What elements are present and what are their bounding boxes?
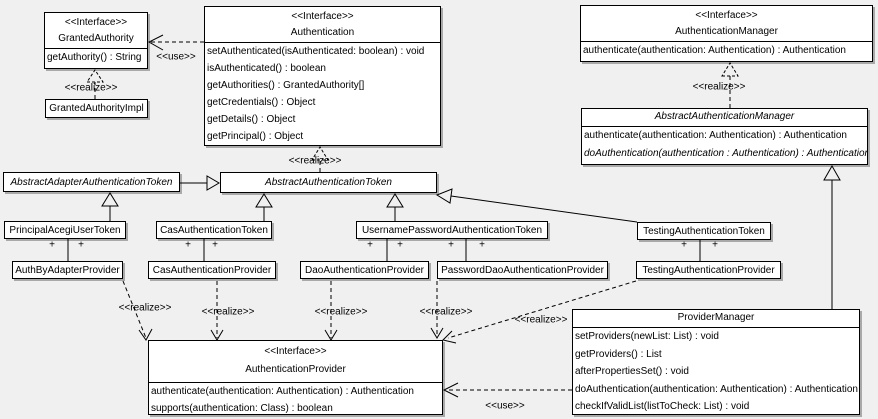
method: authenticate(authentication: Authenticat… [583, 45, 846, 56]
class-name: AuthByAdapterProvider [15, 264, 120, 276]
use-authentication-to-granted-authority [147, 34, 204, 51]
class-name: GrantedAuthority [58, 33, 134, 44]
generalization-principal-token [101, 192, 119, 221]
realize-label: <<realize>> [201, 306, 255, 318]
class-cas-authentication-provider[interactable]: CasAuthenticationProvider [148, 261, 276, 279]
method: setAuthenticated(isAuthenticated: boolea… [207, 46, 425, 57]
multiplicity-label: + [185, 239, 191, 251]
stereotype-label: <<Interface>> [695, 10, 758, 21]
method: isAuthenticated() : boolean [207, 63, 326, 74]
class-name: Authentication [290, 27, 355, 38]
method: doAuthentication(authentication : Authen… [584, 148, 867, 159]
use-label: <<use>> [485, 400, 525, 412]
class-name: UsernamePasswordAuthenticationToken [361, 224, 543, 236]
method: authenticate(authentication: Authenticat… [584, 130, 847, 141]
generalization-cas-token [255, 193, 273, 221]
method: authenticate(authentication: Authenticat… [151, 386, 414, 397]
realize-label: <<realize>> [118, 302, 172, 314]
class-abstract-adapter-authentication-token[interactable]: AbstractAdapterAuthenticationToken [3, 172, 180, 192]
class-username-password-authentication-token[interactable]: UsernamePasswordAuthenticationToken [356, 221, 548, 239]
class-name: AuthenticationProvider [245, 364, 346, 375]
multiplicity-label: + [397, 239, 403, 251]
class-abstract-authentication-manager[interactable]: AbstractAuthenticationManager authentica… [581, 108, 868, 165]
use-label: <<use>> [156, 51, 196, 63]
method: getAuthorities() : GrantedAuthority[] [207, 80, 365, 91]
method: getPrincipal() : Object [207, 131, 304, 142]
generalization-testing-token [435, 188, 638, 223]
method: doAuthentication(authentication: Authent… [575, 383, 858, 395]
generalization-username-password-token [386, 193, 404, 221]
multiplicity-label: + [681, 239, 687, 251]
realize-label: <<realize>> [288, 155, 342, 167]
class-name: AbstractAdapterAuthenticationToken [10, 176, 173, 188]
class-testing-authentication-token[interactable]: TestingAuthenticationToken [637, 222, 771, 240]
class-testing-authentication-provider[interactable]: TestingAuthenticationProvider [636, 261, 781, 279]
stereotype-label: <<Interface>> [291, 11, 354, 22]
class-name: CasAuthenticationToken [160, 224, 268, 236]
stereotype-label: <<Interface>> [264, 346, 327, 357]
multiplicity-label: + [448, 239, 454, 251]
use-provider-manager-to-authentication-provider [442, 382, 572, 398]
method: getProviders() : List [575, 348, 662, 360]
multiplicity-label: + [367, 239, 373, 251]
class-name: AbstractAuthenticationManager [582, 109, 867, 127]
class-abstract-authentication-token[interactable]: AbstractAuthenticationToken [220, 172, 437, 193]
class-name: TestingAuthenticationProvider [642, 264, 775, 276]
class-name: PrincipalAcegiUserToken [9, 224, 121, 236]
realize-label: <<realize>> [419, 306, 473, 318]
stereotype-label: <<Interface>> [64, 17, 128, 28]
realize-label: <<realize>> [314, 306, 368, 318]
class-name: AbstractAuthenticationToken [265, 177, 392, 188]
method: checkIfValidList(listToCheck: List) : vo… [575, 401, 750, 412]
class-authentication[interactable]: <<Interface>> Authentication setAuthenti… [204, 6, 441, 146]
realize-label: <<realize>> [514, 314, 568, 326]
method: afterPropertiesSet() : void [575, 366, 689, 377]
generalization-provider-manager-to-abstract-manager [823, 164, 841, 309]
class-name: AuthenticationManager [675, 26, 778, 37]
class-name: CasAuthenticationProvider [152, 264, 272, 276]
multiplicity-label: + [49, 239, 55, 251]
class-name: DaoAuthenticationProvider [305, 264, 424, 276]
class-authentication-provider[interactable]: <<Interface>> AuthenticationProvider aut… [148, 340, 443, 415]
class-dao-authentication-provider[interactable]: DaoAuthenticationProvider [300, 261, 429, 279]
method: getCredentials() : Object [207, 97, 316, 108]
method: supports(authentication: Class) : boolea… [151, 403, 333, 414]
multiplicity-label: + [712, 239, 718, 251]
class-cas-authentication-token[interactable]: CasAuthenticationToken [156, 221, 272, 239]
generalization-adapter-token-to-abstract-token [180, 175, 220, 191]
class-name: ProviderManager [573, 310, 859, 328]
class-password-dao-authentication-provider[interactable]: PasswordDaoAuthenticationProvider [437, 261, 608, 279]
multiplicity-label: + [212, 239, 218, 251]
class-granted-authority[interactable]: <<Interface>> GrantedAuthority getAuthor… [44, 12, 148, 69]
method: getAuthority() : String [47, 52, 142, 63]
class-auth-by-adapter-provider[interactable]: AuthByAdapterProvider [12, 261, 123, 279]
multiplicity-label: + [78, 239, 84, 251]
class-provider-manager[interactable]: ProviderManager setProviders(newList: Li… [572, 309, 860, 415]
multiplicity-label: + [479, 239, 485, 251]
realize-label: <<realize>> [692, 81, 746, 93]
class-name: TestingAuthenticationToken [643, 225, 765, 237]
method: getDetails() : Object [207, 114, 296, 125]
class-principal-acegi-user-token[interactable]: PrincipalAcegiUserToken [4, 221, 126, 239]
class-name: GrantedAuthorityImpl [49, 103, 144, 114]
class-authentication-manager[interactable]: <<Interface>> AuthenticationManager auth… [580, 5, 873, 62]
class-name: PasswordDaoAuthenticationProvider [441, 264, 604, 276]
realize-label: <<realize>> [64, 82, 118, 94]
method: setProviders(newList: List) : void [575, 331, 719, 342]
class-granted-authority-impl[interactable]: GrantedAuthorityImpl [45, 99, 148, 118]
